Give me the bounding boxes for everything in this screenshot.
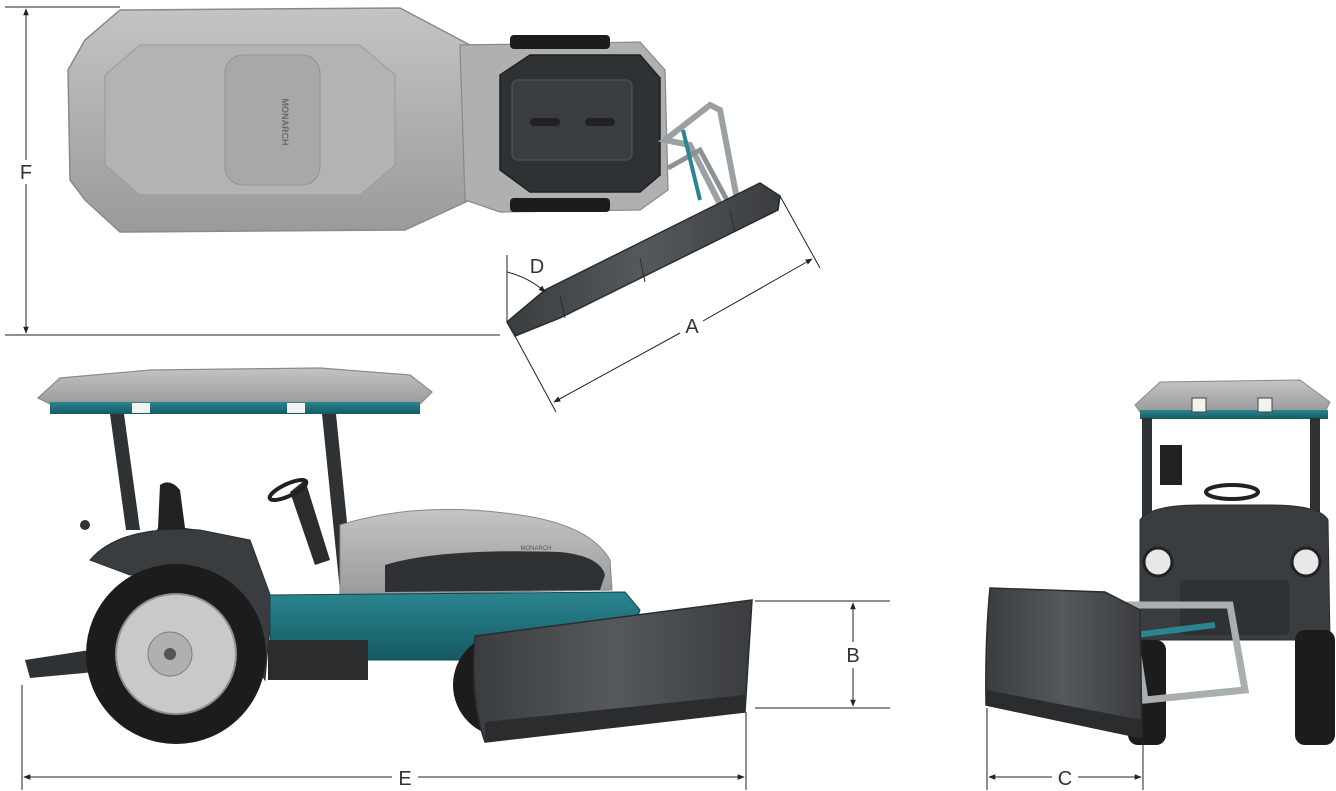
dimension-a-label: A [685, 316, 699, 338]
dimension-a-extension-left [514, 335, 557, 413]
front-view-tire-right [1295, 630, 1335, 745]
side-view-underbody [268, 640, 368, 680]
front-view-steering-wheel [1204, 483, 1260, 501]
dimension-e-label: E [398, 768, 411, 790]
front-view [985, 379, 1335, 745]
top-view-hood-wordmark: MONARCH [280, 99, 290, 146]
side-view-rear-post [110, 414, 140, 530]
top-view-grille-slot-left [530, 118, 560, 126]
dimension-a-line-right [702, 258, 813, 322]
front-view-light-left [1191, 397, 1207, 413]
top-view-grille-slot-right [585, 118, 615, 126]
side-view-canopy-light-left [132, 403, 150, 413]
side-view-blade-cutting-edge [485, 695, 745, 742]
side-view-rear-hub-cap [164, 648, 176, 660]
top-view-blade [506, 182, 781, 337]
dimension-c-label: C [1058, 768, 1072, 790]
dimension-a-extension-right [779, 195, 821, 269]
dimension-b: B [755, 600, 890, 709]
front-view-canopy-trim [1140, 410, 1328, 419]
dimension-a-line-left [553, 332, 681, 403]
top-view-blade-seam-3 [729, 209, 736, 233]
side-view-steering-column [290, 480, 330, 565]
front-view-mirror [1160, 445, 1182, 485]
dimension-b-label: B [846, 645, 859, 667]
top-view-blade-seam-1 [559, 295, 566, 319]
side-view-rear-hitch [25, 650, 95, 678]
dimension-f: F [5, 6, 500, 336]
dimension-d-arc [506, 271, 546, 293]
top-view-blade-seam-2 [639, 257, 646, 283]
dimension-f-label: F [20, 162, 32, 184]
front-view-headlight-right [1290, 546, 1322, 578]
top-view-hydraulic-cylinder [681, 129, 702, 201]
side-view-hood-dark-band [385, 551, 605, 592]
side-view-seat [150, 482, 200, 542]
top-view-grille-panel [511, 79, 633, 161]
top-view-roof-ridge [224, 54, 321, 186]
side-view-canopy-roof [36, 367, 433, 405]
front-view-post-left [1142, 418, 1152, 548]
side-view-wordmark: MONARCH [521, 546, 552, 552]
side-view-canopy-light-right [287, 403, 305, 413]
front-view-hydraulic-cylinder [1134, 622, 1216, 638]
front-view-light-right [1257, 397, 1273, 413]
top-view-blade-arm-2 [666, 146, 738, 217]
dimension-c: C [986, 708, 1144, 790]
front-view-headlight-left [1142, 546, 1174, 578]
front-view-post-right [1310, 418, 1320, 548]
dimension-a: A [514, 195, 821, 413]
dimension-d-label: D [530, 256, 544, 278]
top-view-tire-top [510, 35, 610, 49]
dimension-e: E [21, 685, 747, 790]
front-view-grille [1180, 580, 1290, 635]
side-view-hitch-pin [80, 520, 90, 530]
dimension-d: D [506, 255, 546, 322]
side-view-canopy-trim [50, 402, 420, 414]
front-view-canopy-roof [1134, 379, 1331, 413]
front-view-blade-cutting-edge [986, 690, 1142, 738]
side-view: MONARCH [25, 367, 753, 744]
top-view-tire-bottom [510, 198, 610, 212]
top-view: MONARCH [67, 7, 781, 337]
side-view-steering-wheel [267, 477, 309, 503]
